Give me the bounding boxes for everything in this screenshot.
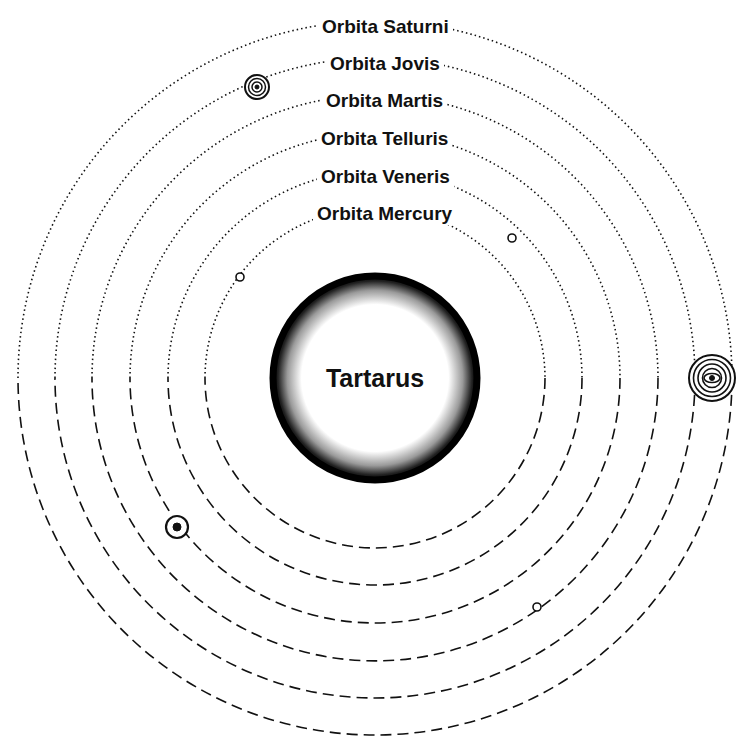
orbit-label: Orbita Martis	[322, 90, 447, 112]
venus-planet	[508, 234, 516, 242]
jupiter-symbol	[245, 75, 269, 99]
region-name: Tartarus	[326, 364, 424, 393]
mercury-planet	[236, 273, 244, 281]
orbit-label: Orbita Veneris	[317, 166, 454, 188]
orbit-label: Orbita Telluris	[317, 128, 452, 150]
orbit-label: Orbita Mercury	[313, 203, 456, 225]
earth-symbol	[166, 516, 188, 538]
orbit-label: Orbita Jovis	[326, 53, 444, 75]
saturn-symbol	[689, 355, 735, 401]
mars-planet	[533, 603, 541, 611]
orbit-label: Orbita Saturni	[318, 16, 453, 38]
tartarus-sphere: Tartarus	[269, 272, 481, 484]
